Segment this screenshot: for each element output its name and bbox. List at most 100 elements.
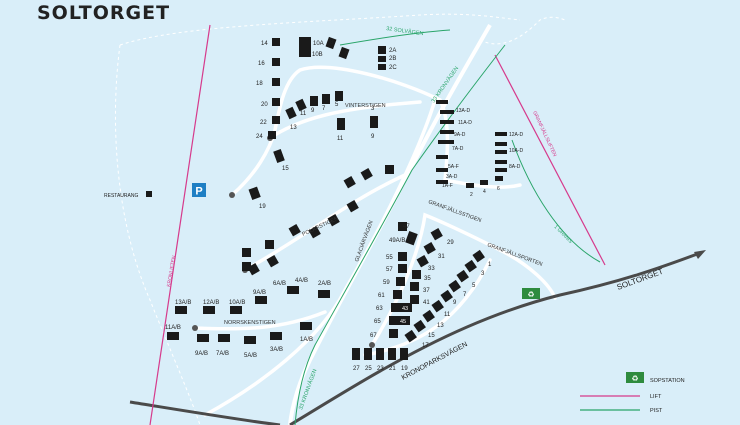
label-restaurang: RESTAURANG — [104, 193, 138, 199]
building — [343, 176, 356, 189]
building — [480, 180, 488, 185]
building — [310, 96, 318, 106]
house-number: 13A/B — [175, 300, 191, 306]
building — [422, 309, 435, 323]
lift-granfjallsliften — [494, 54, 606, 266]
building — [288, 224, 301, 237]
building — [440, 289, 453, 303]
building — [322, 94, 330, 104]
building — [389, 329, 398, 338]
house-number: 29 — [447, 240, 454, 246]
piste-solvagen — [339, 29, 451, 46]
house-number: 47 — [403, 224, 410, 230]
building — [273, 148, 285, 164]
building — [360, 168, 373, 181]
building — [456, 269, 469, 283]
house-number: 20 — [261, 102, 268, 108]
house-number: 13 — [290, 125, 297, 131]
building — [272, 58, 280, 66]
building — [335, 91, 343, 101]
house-number: 55 — [386, 255, 393, 261]
house-number: 11 — [300, 111, 307, 117]
house-number: 6 — [497, 186, 500, 192]
house-number: 9 — [371, 134, 375, 140]
building — [495, 168, 507, 172]
building — [393, 290, 402, 299]
building — [436, 180, 448, 184]
building — [448, 279, 461, 293]
building — [364, 348, 372, 360]
building — [464, 259, 477, 273]
building — [440, 110, 454, 114]
house-number: 59 — [383, 280, 390, 286]
legend-recycle-glyph: ♻ — [631, 374, 638, 383]
building — [285, 106, 297, 120]
lodge-number-labels: 13A-D 11A-D 9A-D 7A-D 5A-F 3A-D 1A-F 2 4… — [442, 108, 524, 198]
building — [308, 226, 321, 239]
house-number: 11 — [337, 136, 344, 142]
building — [404, 329, 417, 343]
building — [370, 116, 378, 128]
building — [287, 286, 299, 294]
building — [272, 78, 280, 86]
house-number: 5 — [472, 283, 476, 289]
building — [398, 252, 407, 261]
building — [300, 322, 312, 330]
area-boundary-right — [479, 16, 566, 45]
building — [436, 100, 448, 104]
house-number: 11A-D — [458, 120, 472, 126]
parking-label: P — [195, 186, 202, 198]
building — [272, 38, 280, 46]
house-number: 5 — [335, 102, 339, 108]
house-number: 10A — [313, 41, 324, 47]
building — [410, 282, 419, 291]
piste-kronvagen — [294, 44, 506, 425]
house-number: 17 — [422, 343, 429, 349]
building — [398, 264, 407, 273]
building — [412, 270, 421, 279]
junction-dot — [192, 325, 198, 331]
building — [396, 277, 405, 286]
house-number: 7A-D — [452, 146, 464, 152]
building — [400, 348, 408, 360]
house-number: 19 — [259, 204, 266, 210]
road-kronoparksvagen-west — [129, 400, 281, 425]
house-number: 21 — [389, 366, 396, 372]
house-number: 67 — [370, 333, 377, 339]
building — [378, 46, 386, 54]
house-number: 8 — [330, 40, 334, 46]
house-number: 7 — [463, 292, 467, 298]
building — [423, 242, 436, 255]
building — [440, 130, 454, 134]
building — [265, 240, 274, 249]
building — [438, 140, 454, 144]
house-number: 19 — [401, 366, 408, 372]
building — [495, 142, 507, 146]
house-number: 15 — [282, 166, 289, 172]
label-norrskenstigen: NORRSKENSTIGEN — [224, 320, 276, 326]
house-number: 12A-D — [509, 132, 524, 138]
building — [327, 214, 340, 227]
house-number: 15 — [428, 333, 435, 339]
junction-dot — [229, 192, 235, 198]
house-number: 8A-D — [509, 164, 521, 170]
house-number: 4A/B — [295, 278, 308, 284]
road-vinterstigen — [268, 100, 422, 140]
building — [405, 230, 418, 246]
building — [338, 46, 350, 60]
house-number: 6 — [345, 50, 349, 56]
label-vinterstigen: VINTERSTIGEN — [345, 103, 386, 109]
building — [218, 334, 230, 342]
house-number: 24 — [256, 134, 263, 140]
building — [352, 348, 360, 360]
house-number: 9A/B — [253, 290, 266, 296]
house-number: 1A/B — [300, 337, 313, 343]
building — [495, 176, 503, 181]
house-number: 35 — [424, 276, 431, 282]
road-kronoparksvagen — [289, 251, 701, 425]
building — [268, 131, 276, 139]
building — [398, 222, 407, 231]
building — [430, 228, 443, 241]
